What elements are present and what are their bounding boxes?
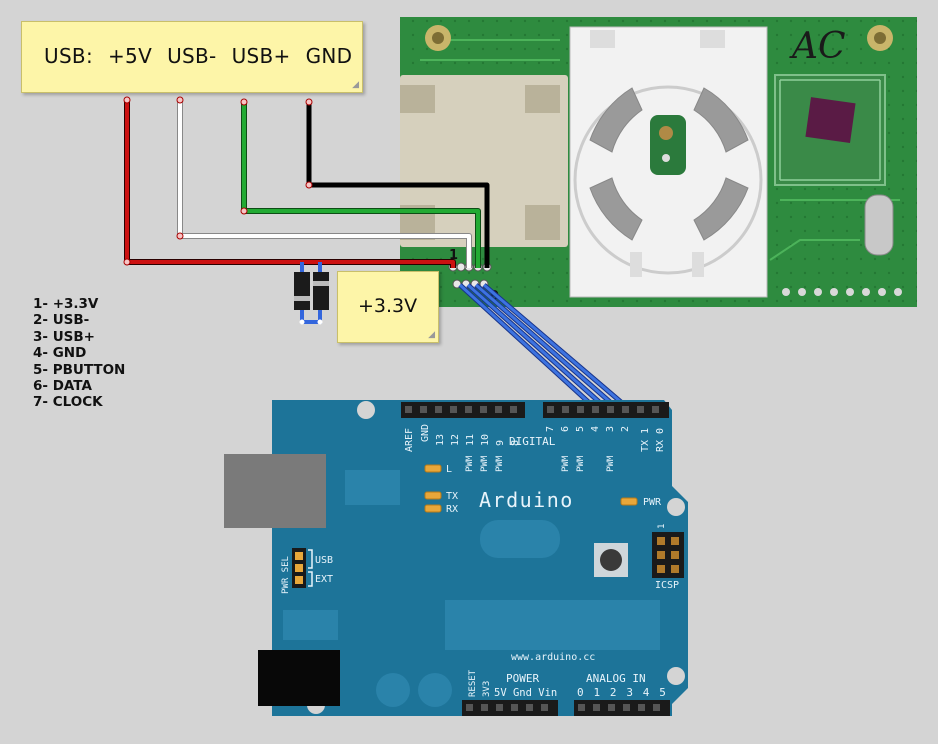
- resize-grip-icon: ◢: [428, 330, 435, 340]
- svg-text:2: 2: [620, 426, 631, 432]
- diode-2-icon: [313, 272, 329, 310]
- svg-text:PWM: PWM: [495, 455, 505, 472]
- svg-text:RX 0: RX 0: [655, 428, 666, 452]
- legend-item: 3- USB+: [33, 328, 95, 345]
- usb-prefix: USB:: [44, 44, 93, 68]
- pin-1-label: 1: [449, 248, 458, 263]
- gnd-label: GND: [420, 424, 431, 442]
- svg-text:7: 7: [545, 426, 556, 432]
- wire-usb-minus: [178, 100, 471, 268]
- ext-label: EXT: [315, 574, 333, 585]
- diode-1-icon: [294, 272, 310, 310]
- website-label: www.arduino.cc: [511, 652, 595, 663]
- led-pwr-icon: [620, 497, 638, 506]
- wire-usb-plus: [242, 102, 480, 268]
- usb-pinout-note: USB: +5V USB- USB+ GND ◢: [21, 21, 363, 93]
- power-pins-label: 5V Gnd Vin: [494, 687, 557, 699]
- legend-item: 5- PBUTTON: [33, 361, 126, 378]
- arduino-brand: Arduino: [479, 488, 574, 512]
- svg-text:11: 11: [465, 434, 476, 446]
- svg-text:4: 4: [590, 426, 601, 432]
- svg-text:9: 9: [495, 440, 506, 446]
- svg-text:PWM: PWM: [465, 455, 475, 472]
- svg-text:PWM: PWM: [480, 455, 490, 472]
- digital-label: DIGITAL: [509, 435, 556, 448]
- usb-pin-5v: +5V: [108, 44, 153, 68]
- pin-legend: 1- +3.3V 2- USB- 3- USB+ 4- GND 5- PBUTT…: [33, 296, 125, 411]
- signal-wires: [458, 283, 630, 410]
- svg-text:6: 6: [560, 426, 571, 432]
- svg-text:5: 5: [575, 426, 586, 432]
- icsp-pin-label: 1: [657, 524, 667, 529]
- usb-label: USB: [315, 555, 333, 566]
- usb-wires: [123, 96, 490, 268]
- reset-label: RESET: [468, 669, 478, 697]
- controller-board: 1 9 AC: [400, 17, 917, 307]
- v33-note-label: +3.3V: [358, 295, 418, 317]
- board-initials: AC: [789, 26, 846, 67]
- trigger-contact-icon: [659, 126, 673, 140]
- top-pin-numbers-a: 13 12 11 10 9 8: [435, 434, 521, 446]
- svg-text:12: 12: [450, 434, 461, 446]
- chip-icon: [805, 97, 856, 144]
- pwm-labels: PWM PWM PWM PWM PWM PWM: [465, 455, 616, 472]
- usb-jack-icon: [224, 454, 326, 528]
- pwr-sel-label: PWR SEL: [281, 556, 291, 594]
- led-rx-label: RX: [446, 504, 458, 515]
- legend-item: 7- CLOCK: [33, 394, 103, 411]
- led-pwr-label: PWR: [643, 497, 662, 508]
- svg-text:PWM: PWM: [606, 455, 616, 472]
- led-l-icon: [424, 464, 442, 473]
- led-tx-label: TX: [446, 491, 458, 502]
- icsp-label: ICSP: [655, 580, 679, 591]
- top-pin-numbers-b: 7 6 5 4 3 2 TX 1 RX 0: [545, 426, 666, 452]
- usb-pin-plus: USB+: [231, 44, 291, 68]
- legend-item: 1- +3.3V: [33, 296, 99, 312]
- power-label: POWER: [506, 672, 539, 685]
- led-l-label: L: [446, 464, 452, 475]
- svg-text:8: 8: [510, 440, 521, 446]
- crystal-icon: [864, 194, 894, 256]
- wire-gnd: [306, 102, 490, 268]
- svg-text:3: 3: [605, 426, 616, 432]
- controller-header: [448, 262, 492, 289]
- svg-text:10: 10: [480, 434, 491, 446]
- usb-pin-minus: USB-: [167, 44, 217, 68]
- aref-label: AREF: [404, 428, 415, 452]
- svg-text:PWM: PWM: [576, 455, 586, 472]
- wire-5v: [125, 100, 455, 268]
- power-jack-icon: [258, 650, 340, 706]
- legend-item: 6- DATA: [33, 378, 92, 395]
- digital-header-left: [401, 402, 525, 418]
- svg-text:TX 1: TX 1: [640, 428, 651, 452]
- led-tx-icon: [424, 491, 442, 500]
- diodes: [294, 262, 329, 325]
- icsp-header: [652, 532, 684, 578]
- v33-label: 3V3: [482, 681, 492, 697]
- svg-text:13: 13: [435, 434, 446, 446]
- analog-pins-label: 0 1 2 3 4 5: [577, 686, 667, 699]
- analog-label: ANALOG IN: [586, 672, 646, 685]
- digital-header-right: [543, 402, 669, 418]
- legend-item: 2- USB-: [33, 312, 90, 329]
- v33-note: +3.3V ◢: [337, 271, 439, 343]
- led-rx-icon: [424, 504, 442, 513]
- arduino-board: AREF GND 13 12 11 10 9 8 DIGITAL 7 6 5 4…: [224, 400, 688, 716]
- svg-text:PWM: PWM: [561, 455, 571, 472]
- metal-plate: [400, 75, 568, 247]
- usb-pin-gnd: GND: [305, 44, 353, 68]
- usb-pinout-row: USB: +5V USB- USB+ GND: [44, 44, 352, 68]
- resize-grip-icon: ◢: [352, 80, 359, 90]
- legend-item: 4- GND: [33, 345, 87, 362]
